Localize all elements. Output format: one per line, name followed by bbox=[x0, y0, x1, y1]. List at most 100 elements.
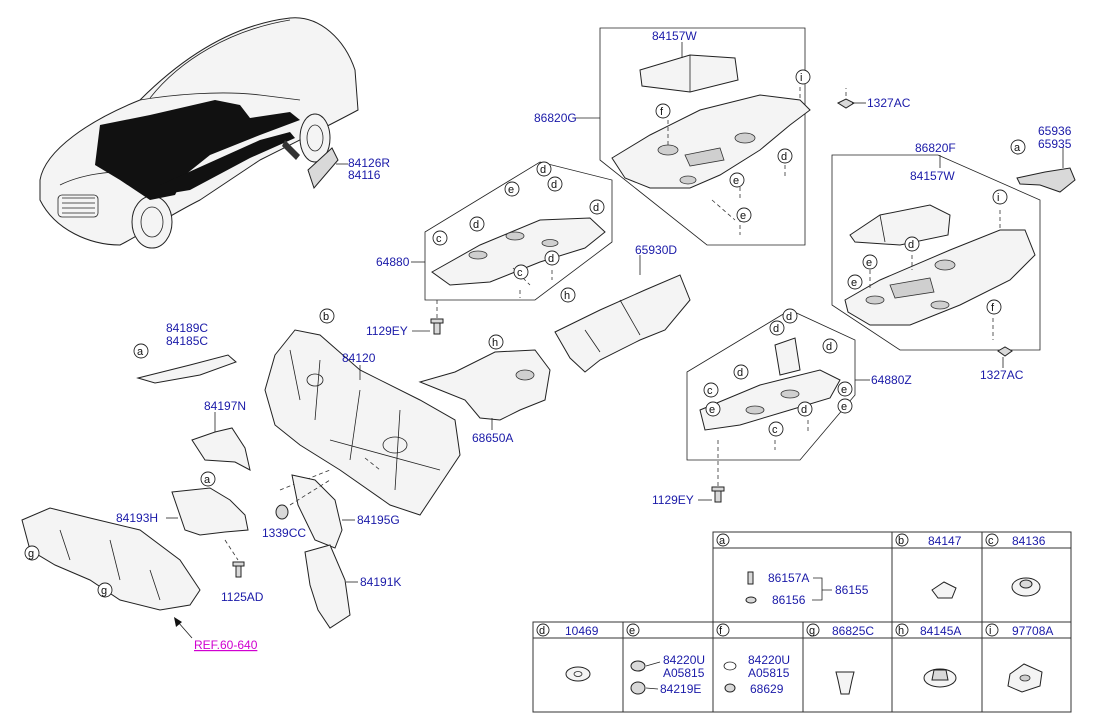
label-84157W-top: 84157W bbox=[652, 29, 697, 43]
label-1129EY-bottom: 1129EY bbox=[652, 493, 694, 507]
part-64880Z-cover bbox=[699, 369, 841, 431]
part-65930D bbox=[554, 274, 691, 373]
legend-e-item-2: A05815 bbox=[663, 666, 705, 680]
label-64880: 64880 bbox=[376, 255, 410, 269]
svg-text:i: i bbox=[800, 72, 802, 84]
label-64880Z: 64880Z bbox=[871, 373, 912, 387]
legend-e-item-1: 84220U bbox=[663, 653, 705, 667]
legend-g-letter: g bbox=[809, 625, 815, 637]
legend-c-part: 84136 bbox=[1012, 534, 1046, 548]
part-68650A bbox=[418, 349, 551, 421]
svg-text:d: d bbox=[548, 253, 554, 265]
svg-text:f: f bbox=[991, 302, 995, 314]
svg-text:e: e bbox=[740, 210, 746, 222]
label-68650A: 68650A bbox=[472, 431, 513, 445]
legend-i-part: 97708A bbox=[1012, 624, 1053, 638]
box-86820G bbox=[599, 27, 806, 246]
legend-h-part: 84145A bbox=[920, 624, 961, 638]
svg-text:d: d bbox=[908, 239, 914, 251]
label-84195G: 84195G bbox=[357, 513, 400, 527]
svg-text:h: h bbox=[564, 290, 570, 302]
svg-text:h: h bbox=[492, 337, 498, 349]
legend-c-letter: c bbox=[988, 535, 994, 547]
label-1125AD: 1125AD bbox=[221, 590, 264, 604]
svg-text:c: c bbox=[707, 385, 713, 397]
legend-d-letter: d bbox=[539, 625, 545, 637]
svg-text:a: a bbox=[204, 474, 211, 486]
svg-text:e: e bbox=[841, 401, 847, 413]
clip-1327AC-right bbox=[997, 346, 1013, 357]
part-84126R-insulator bbox=[307, 147, 339, 189]
svg-text:d: d bbox=[540, 164, 546, 176]
legend-table: a b 84147 c 84136 d 10469 e f g 86825C h… bbox=[532, 531, 1072, 713]
svg-text:d: d bbox=[786, 311, 792, 323]
label-1129EY-mid: 1129EY bbox=[366, 324, 408, 338]
part-86820G-cover bbox=[611, 94, 811, 189]
svg-text:g: g bbox=[101, 585, 107, 597]
washer-10469-icon bbox=[565, 666, 591, 682]
svg-text:d: d bbox=[781, 151, 787, 163]
legend-g-part: 86825C bbox=[832, 624, 874, 638]
part-84157W-top bbox=[639, 54, 739, 93]
svg-text:d: d bbox=[826, 341, 832, 353]
legend-i-letter: i bbox=[989, 625, 991, 637]
legend-f-letter: f bbox=[719, 625, 723, 637]
svg-text:a: a bbox=[1014, 142, 1021, 154]
svg-text:i: i bbox=[997, 192, 999, 204]
legend-b-part: 84147 bbox=[928, 534, 962, 548]
legend-a-item-1: 86157A bbox=[768, 571, 809, 585]
label-84157W-right: 84157W bbox=[910, 169, 955, 183]
label-65930D: 65930D bbox=[635, 243, 677, 257]
label-84116: 84116 bbox=[348, 168, 381, 182]
label-1327AC-top: 1327AC bbox=[867, 96, 911, 110]
legend-a-part: 86155 bbox=[835, 583, 869, 597]
box-86820F bbox=[831, 154, 1041, 351]
ref-link-60-640[interactable]: REF.60-640 bbox=[194, 638, 258, 652]
svg-text:d: d bbox=[593, 202, 599, 214]
svg-text:e: e bbox=[733, 175, 739, 187]
clip-1327AC-top bbox=[836, 88, 856, 109]
svg-text:g: g bbox=[28, 548, 34, 560]
legend-f-item-2: A05815 bbox=[748, 666, 790, 680]
part-84191K bbox=[304, 544, 351, 629]
svg-text:d: d bbox=[473, 219, 479, 231]
label-84197N: 84197N bbox=[204, 399, 246, 413]
svg-text:d: d bbox=[737, 367, 743, 379]
callout-circles: i f d e e a i d e e f d d e d d c d c h … bbox=[24, 69, 1026, 598]
label-86820F: 86820F bbox=[915, 141, 956, 155]
legend-f-item-1: 84220U bbox=[748, 653, 790, 667]
bolt-1125AD bbox=[224, 539, 245, 578]
part-84195G bbox=[291, 474, 343, 549]
svg-text:a: a bbox=[137, 346, 144, 358]
label-84185C: 84185C bbox=[166, 334, 208, 348]
svg-text:c: c bbox=[517, 267, 523, 279]
part-84120-dash-panel bbox=[264, 329, 461, 516]
clip-84147-icon bbox=[931, 581, 957, 599]
svg-text:d: d bbox=[801, 404, 807, 416]
label-84120: 84120 bbox=[342, 351, 376, 365]
part-84157W-right bbox=[849, 204, 951, 246]
part-84189C bbox=[136, 354, 237, 384]
label-86820G: 86820G bbox=[534, 111, 577, 125]
part-labels: 84126R 84116 84157W 86820G 1327AC 65936 … bbox=[116, 29, 1072, 652]
svg-text:c: c bbox=[772, 424, 778, 436]
part-65936-bracket bbox=[1016, 167, 1076, 193]
legend-f-item-3: 68629 bbox=[750, 682, 784, 696]
bolt-1129EY-mid bbox=[430, 318, 444, 335]
fastener-86825C-icon bbox=[835, 671, 855, 695]
label-84191K: 84191K bbox=[360, 575, 401, 589]
label-84189C: 84189C bbox=[166, 321, 208, 335]
svg-text:f: f bbox=[660, 106, 664, 118]
svg-text:b: b bbox=[323, 311, 329, 323]
bolt-1129EY-bottom bbox=[711, 486, 725, 503]
leader-lines bbox=[166, 42, 1004, 583]
svg-text:e: e bbox=[851, 277, 857, 289]
part-ref-60-640 bbox=[21, 507, 201, 611]
svg-text:e: e bbox=[508, 184, 514, 196]
svg-text:e: e bbox=[841, 384, 847, 396]
legend-h-letter: h bbox=[898, 625, 904, 637]
svg-text:d: d bbox=[551, 179, 557, 191]
label-65935: 65935 bbox=[1038, 137, 1072, 151]
svg-text:c: c bbox=[436, 233, 442, 245]
